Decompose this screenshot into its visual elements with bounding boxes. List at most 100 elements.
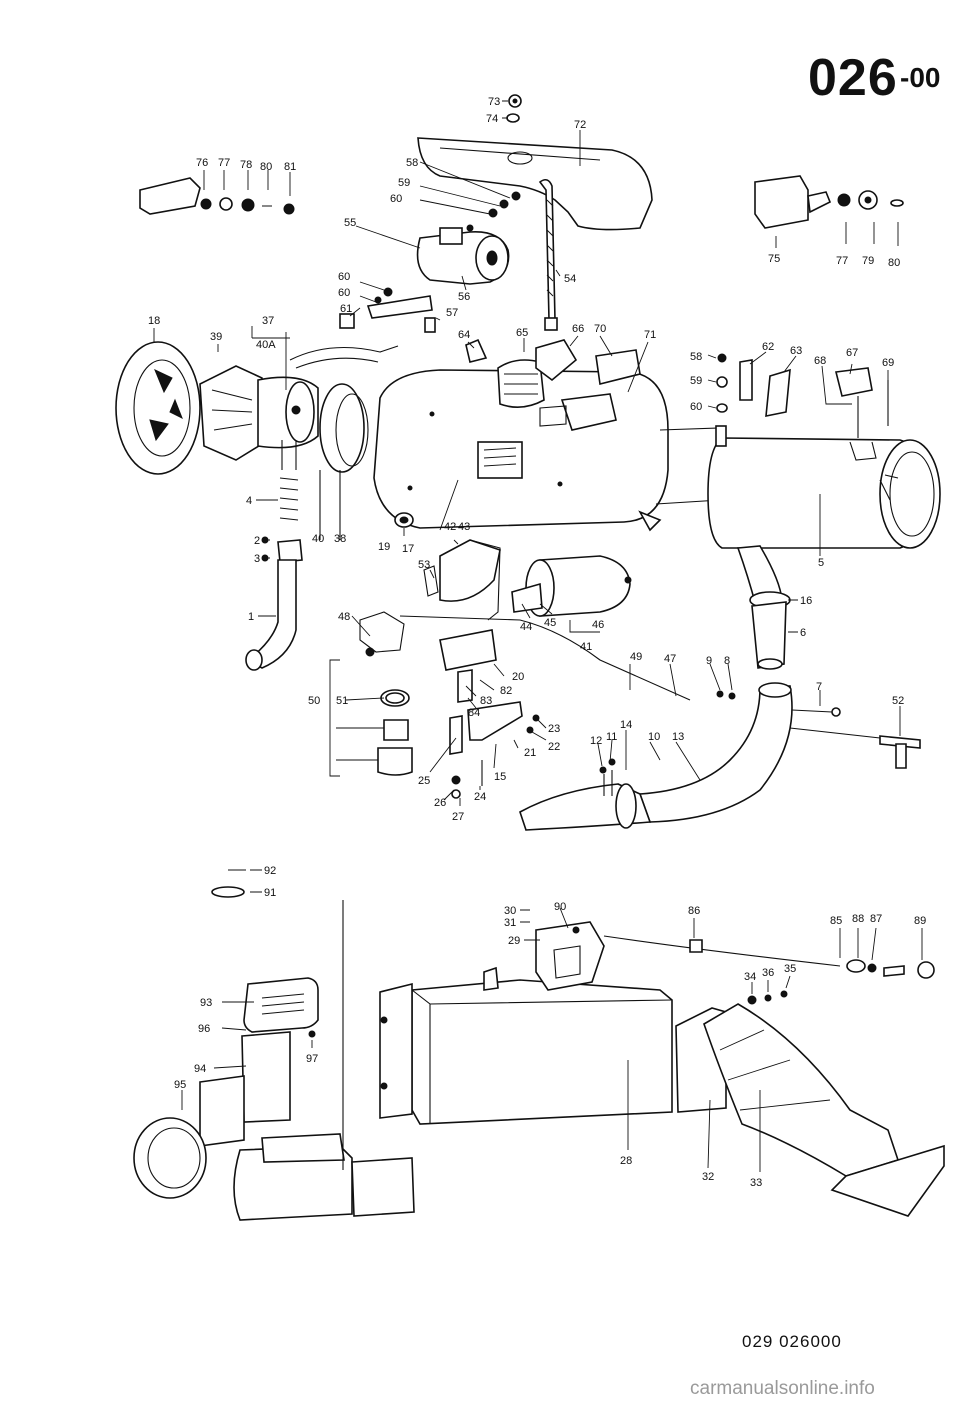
small-parts-91-92 [211,869,246,898]
heat-exchanger-5 [707,437,941,549]
callout-32: 32 [702,1171,714,1183]
combustion-chamber-38 [319,383,369,473]
callout-11: 11 [606,731,617,743]
fuel-line-54 [538,178,558,331]
callout-45: 45 [544,617,556,629]
callout-39: 39 [210,331,222,343]
callout-87: 87 [870,913,882,925]
callout-56: 56 [458,291,470,303]
callout-76: 76 [196,157,208,169]
callout-5: 5 [818,557,824,569]
callout-90: 90 [554,901,566,913]
control-cable-86 [603,935,935,1005]
callout-26: 26 [434,797,446,809]
callout-70: 70 [594,323,606,335]
callout-63: 63 [790,345,802,357]
callout-80b: 80 [888,257,900,269]
callout-50: 50 [308,695,320,707]
fan-housing-18 [115,341,201,475]
callout-49: 49 [630,651,642,663]
switch-75 [754,175,904,229]
callout-40: 40 [312,533,324,545]
callout-44: 44 [520,621,532,633]
callout-83: 83 [480,695,492,707]
callout-43: 43 [458,521,470,533]
callout-86: 86 [688,905,700,917]
callout-78: 78 [240,159,252,171]
callout-33: 33 [750,1177,762,1189]
bolt-7 [791,707,841,717]
exhaust-elbow-6 [716,545,791,700]
callout-79: 79 [862,255,874,267]
callout-73: 73 [488,96,500,108]
callout-labels: 73 74 72 76 77 78 80 81 58 59 60 55 54 5… [148,96,926,1189]
callout-40a: 40A [256,339,276,351]
callout-51: 51 [336,695,348,707]
fuel-fittings-58-60 [339,191,521,333]
callout-10: 10 [648,731,660,743]
callout-8: 8 [724,655,730,667]
parts-50-51 [377,689,413,776]
motor-37 [257,345,399,449]
fan-39 [199,365,263,461]
callout-22: 22 [548,741,560,753]
callout-60d: 60 [690,401,702,413]
callout-82: 82 [500,685,512,697]
callout-3: 3 [254,553,260,565]
callout-15: 15 [494,771,506,783]
callout-96: 96 [198,1023,210,1035]
callout-52: 52 [892,695,904,707]
page-code-suffix: -00 [900,62,941,93]
callout-77: 77 [218,157,230,169]
callout-29: 29 [508,935,520,947]
callout-67: 67 [846,347,858,359]
callout-17: 17 [402,543,414,555]
callout-89: 89 [914,915,926,927]
callout-30: 30 [504,905,516,917]
control-valve-29 [535,921,605,991]
callout-34: 34 [744,971,756,983]
callout-81: 81 [284,161,296,173]
fuel-metering-48 [359,539,691,701]
callout-66: 66 [572,323,584,335]
glow-unit-65 [497,339,578,408]
callout-38: 38 [334,533,346,545]
cap-73 [506,94,522,123]
callout-94: 94 [194,1063,206,1075]
callout-91: 91 [264,887,276,899]
callout-61: 61 [340,303,352,315]
callout-28: 28 [620,1155,632,1167]
callout-59b: 59 [690,375,702,387]
exhaust-pipe-13 [519,682,793,831]
callout-58b: 58 [690,351,702,363]
callout-84: 84 [468,707,480,719]
flexible-duct-33 [703,1003,945,1217]
sensors-62-69 [715,353,889,447]
mounting-bracket-76 [139,177,295,215]
air-duct-28 [379,966,673,1125]
callout-37: 37 [262,315,274,327]
callout-46: 46 [592,619,604,631]
callout-6: 6 [800,627,806,639]
callout-85: 85 [830,915,842,927]
document-reference: 029 026000 [742,1332,842,1351]
heater-body-17 [373,369,721,532]
callout-1: 1 [248,611,254,623]
callout-80: 80 [260,161,272,173]
callout-23: 23 [548,723,560,735]
callout-12: 12 [590,735,602,747]
callout-97: 97 [306,1053,318,1065]
t-tool-52 [789,727,921,769]
fuel-tank-72 [417,137,653,231]
callout-42: 42 [444,521,456,533]
fuel-pump-56 [416,227,510,285]
callout-13: 13 [672,731,684,743]
callout-4: 4 [246,495,252,507]
callout-54: 54 [564,273,576,285]
callout-60c: 60 [338,287,350,299]
callout-9: 9 [706,655,712,667]
callout-18: 18 [148,315,160,327]
callout-75: 75 [768,253,780,265]
callout-55: 55 [344,217,356,229]
callout-2: 2 [254,535,260,547]
